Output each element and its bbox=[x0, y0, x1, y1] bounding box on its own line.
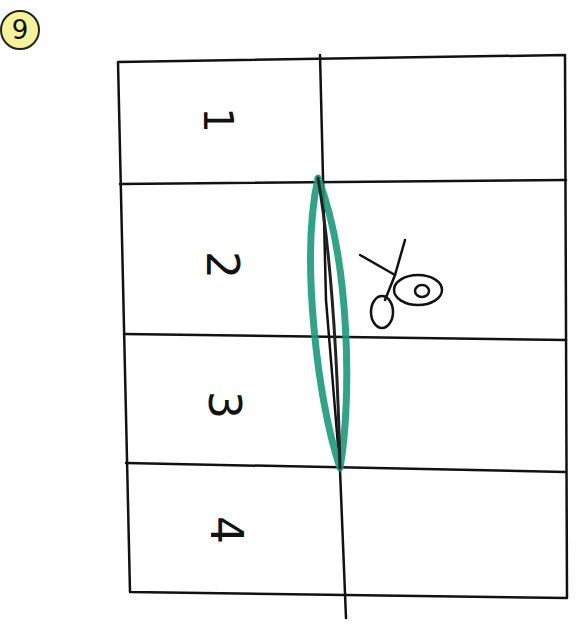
step-number: 9 bbox=[12, 17, 29, 43]
row-number: 2 bbox=[200, 251, 244, 279]
cut-line bbox=[318, 178, 340, 468]
row-number: 3 bbox=[202, 391, 246, 419]
cut-slit bbox=[311, 178, 347, 468]
scissors-icon bbox=[360, 240, 442, 328]
row-number: 4 bbox=[204, 516, 248, 544]
row-number: 1 bbox=[198, 107, 238, 132]
step-circle bbox=[1, 11, 39, 49]
row-line bbox=[120, 180, 566, 184]
center-fold bbox=[320, 55, 346, 618]
row-line bbox=[126, 463, 566, 472]
